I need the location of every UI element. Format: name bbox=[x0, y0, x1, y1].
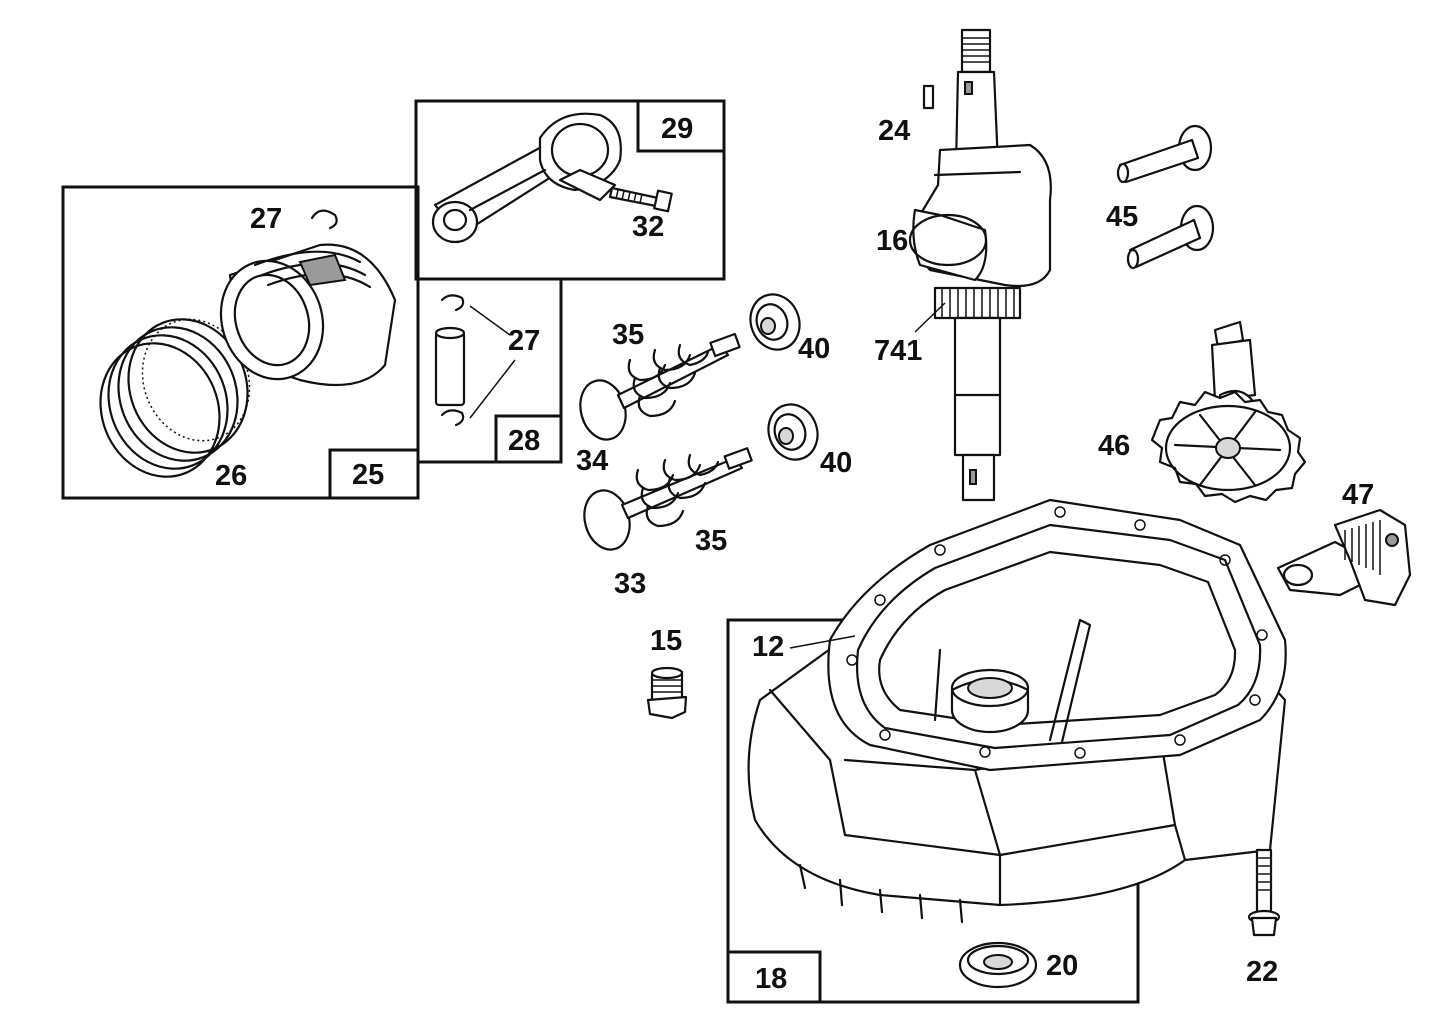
exhaust-valve bbox=[583, 447, 753, 551]
kit-tag-25 bbox=[328, 448, 420, 500]
camshaft bbox=[1150, 320, 1307, 504]
valve-tappet-top bbox=[1116, 124, 1213, 184]
callout-27-pin: 27 bbox=[508, 325, 540, 357]
leader-12 bbox=[789, 635, 856, 649]
intake-valve bbox=[579, 332, 741, 441]
callout-22: 22 bbox=[1246, 956, 1278, 988]
crank-key bbox=[922, 84, 935, 110]
kit-tag-28 bbox=[494, 414, 563, 464]
callout-45: 45 bbox=[1106, 201, 1138, 233]
callout-35-top: 35 bbox=[612, 319, 644, 351]
kit-tag-18 bbox=[726, 950, 822, 1004]
drain-plug bbox=[646, 666, 688, 720]
spring-retainer-bottom bbox=[767, 403, 819, 461]
governor-assembly bbox=[1276, 508, 1412, 607]
kit-box-28: 28 bbox=[416, 277, 563, 464]
callout-35-bottom: 35 bbox=[695, 525, 727, 557]
callout-24: 24 bbox=[878, 115, 910, 147]
wrist-pin bbox=[434, 294, 516, 427]
callout-40-top: 40 bbox=[798, 333, 830, 365]
rod-bolt bbox=[608, 186, 673, 213]
kit-tag-29 bbox=[636, 99, 726, 153]
callout-16: 16 bbox=[876, 225, 908, 257]
kit-box-29: 29 bbox=[414, 99, 726, 281]
oil-seal bbox=[958, 941, 1038, 989]
retaining-clip-top bbox=[310, 209, 338, 230]
callout-26: 26 bbox=[215, 460, 247, 492]
callout-12: 12 bbox=[752, 631, 784, 663]
crankshaft bbox=[908, 28, 1052, 502]
kit-label-18: 18 bbox=[755, 963, 787, 995]
callout-34: 34 bbox=[576, 445, 608, 477]
kit-label-29: 29 bbox=[661, 113, 693, 145]
callout-47: 47 bbox=[1342, 479, 1374, 511]
sump-bolt bbox=[1247, 848, 1281, 937]
leader-741 bbox=[914, 302, 946, 333]
connecting-rod bbox=[431, 112, 622, 244]
kit-label-28: 28 bbox=[508, 425, 540, 457]
valve-tappet-bottom bbox=[1126, 204, 1215, 270]
spring-retainer-top bbox=[749, 293, 801, 351]
kit-box-25: 25 bbox=[61, 185, 420, 500]
callout-32: 32 bbox=[632, 211, 664, 243]
piston bbox=[219, 243, 397, 387]
engine-sump bbox=[747, 498, 1287, 924]
callout-741: 741 bbox=[874, 335, 922, 367]
callout-46: 46 bbox=[1098, 430, 1130, 462]
callout-15: 15 bbox=[650, 625, 682, 657]
callout-40-bottom: 40 bbox=[820, 447, 852, 479]
callout-33: 33 bbox=[614, 568, 646, 600]
callout-27-piston: 27 bbox=[250, 203, 282, 235]
kit-label-25: 25 bbox=[352, 459, 384, 491]
callout-20: 20 bbox=[1046, 950, 1078, 982]
